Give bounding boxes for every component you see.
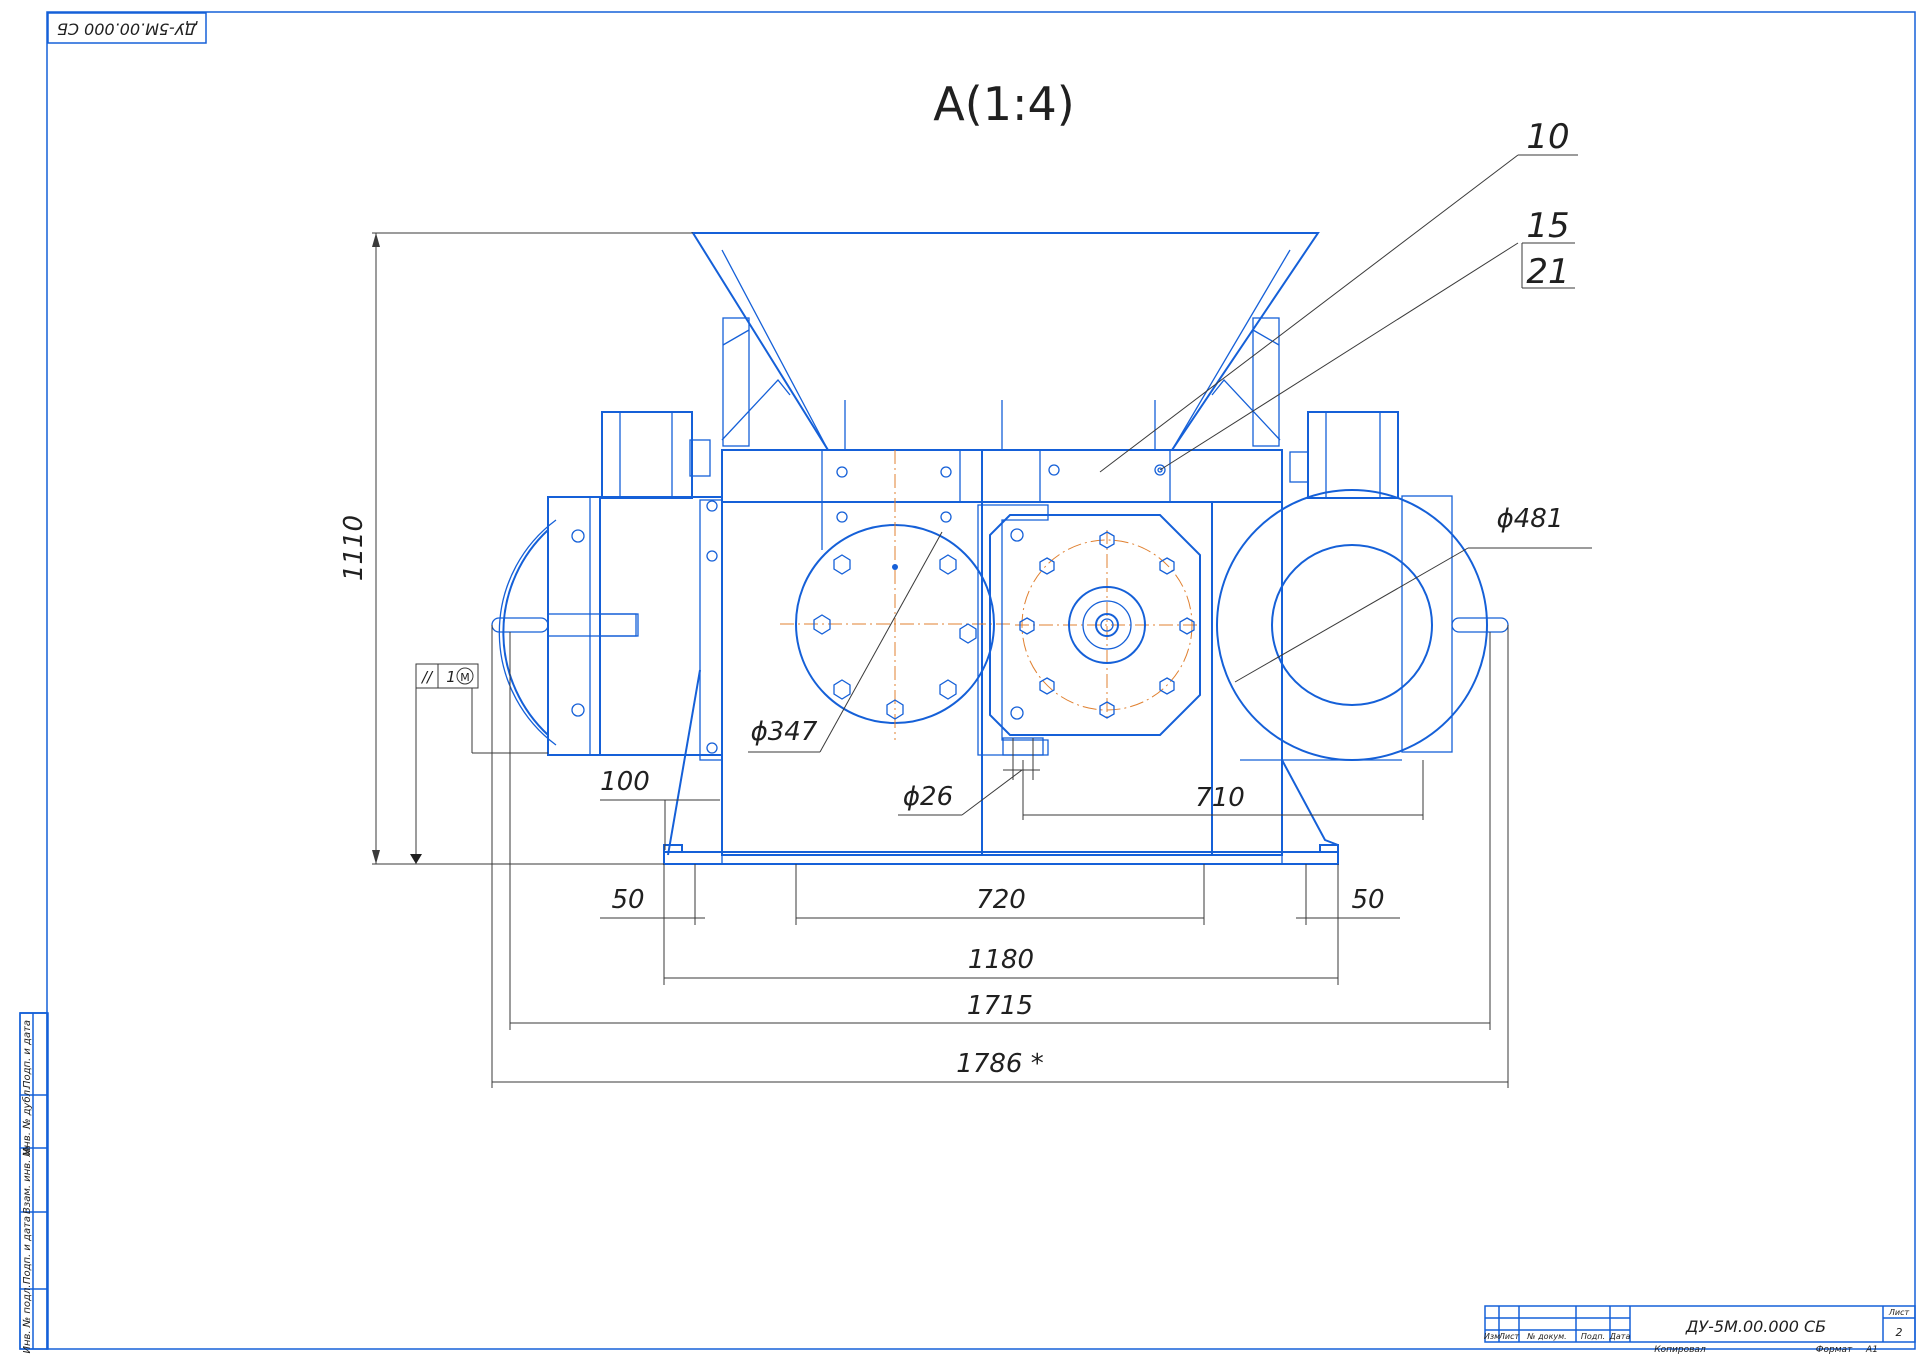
callout-10: 10 — [1526, 117, 1569, 157]
tolerance-frame: // 1 M — [410, 663, 548, 864]
tolerance-symbol: // — [420, 668, 434, 686]
base-frame — [663, 759, 1339, 865]
dim-d1786: 1786 * — [956, 1049, 1043, 1079]
tb-sheet-number: 2 — [1896, 1326, 1903, 1339]
dim-d50-left: 50 — [611, 885, 644, 915]
callout-15: 15 — [1526, 206, 1569, 246]
side-stamp-label-2: Взам. инв. № — [22, 1146, 33, 1214]
dimensions: 1110 // 1 M ϕ481 ϕ347 ϕ26 100 — [339, 232, 1592, 1088]
callout-21: 21 — [1526, 252, 1569, 292]
tb-copied-label: Копировал — [1654, 1345, 1706, 1355]
tb-header-4: Дата — [1609, 1332, 1631, 1341]
callouts: 10 15 21 — [1099, 117, 1578, 473]
side-stamp-label-0: Подп. и дата — [22, 1020, 33, 1088]
gearbox-bolts — [1019, 531, 1195, 719]
dim-d1715: 1715 — [967, 991, 1033, 1021]
corner-code-text: ДУ-5М.00.000 СБ — [57, 20, 198, 39]
tb-header-0: Изм — [1484, 1332, 1500, 1341]
tb-format-value: А1 — [1865, 1345, 1878, 1355]
gearbox — [977, 504, 1201, 780]
tb-header-1: Лист — [1498, 1332, 1520, 1341]
hopper — [691, 232, 1320, 451]
left-bracket — [667, 669, 701, 856]
dim-d481: ϕ481 — [1497, 504, 1564, 534]
tb-format-label: Формат — [1816, 1345, 1853, 1355]
dim-d100: 100 — [600, 767, 650, 797]
side-stamp-label-3: Подп. и дата — [22, 1216, 33, 1284]
right-motor — [1216, 411, 1509, 761]
tb-header-3: Подп. — [1581, 1332, 1605, 1341]
sheet-frame — [46, 11, 1916, 1350]
dim-d720: 720 — [976, 885, 1026, 915]
left-motor — [491, 411, 723, 761]
side-stamp-label-1: Инв. № дубл. — [21, 1087, 33, 1155]
title-block: Изм Лист № докум. Подп. Дата ДУ-5М.00.00… — [1484, 1305, 1916, 1355]
tolerance-value: 1 — [446, 668, 456, 686]
crusher-machine — [491, 232, 1509, 865]
dim-d347: ϕ347 — [751, 717, 818, 747]
dim-d50-right: 50 — [1351, 885, 1384, 915]
tb-sheet-label: Лист — [1888, 1308, 1910, 1317]
dim-d26: ϕ26 — [903, 782, 953, 812]
dim-d710: 710 — [1195, 783, 1245, 813]
side-stamp: Подп. и дата Инв. № дубл. Взам. инв. № П… — [19, 1012, 49, 1354]
tb-doc-code: ДУ-5М.00.000 СБ — [1685, 1317, 1826, 1336]
left-flange — [780, 450, 1010, 740]
tb-header-2: № докум. — [1526, 1332, 1566, 1341]
dim-height: 1110 — [339, 515, 369, 581]
left-flange-bolts — [813, 554, 977, 720]
dim-d1180: 1180 — [968, 945, 1034, 975]
corner-code-box: ДУ-5М.00.000 СБ — [47, 12, 207, 44]
side-stamp-label-4: Инв. № подл. — [22, 1285, 33, 1354]
view-label: A(1:4) — [933, 77, 1074, 131]
tolerance-modifier: M — [460, 671, 470, 684]
